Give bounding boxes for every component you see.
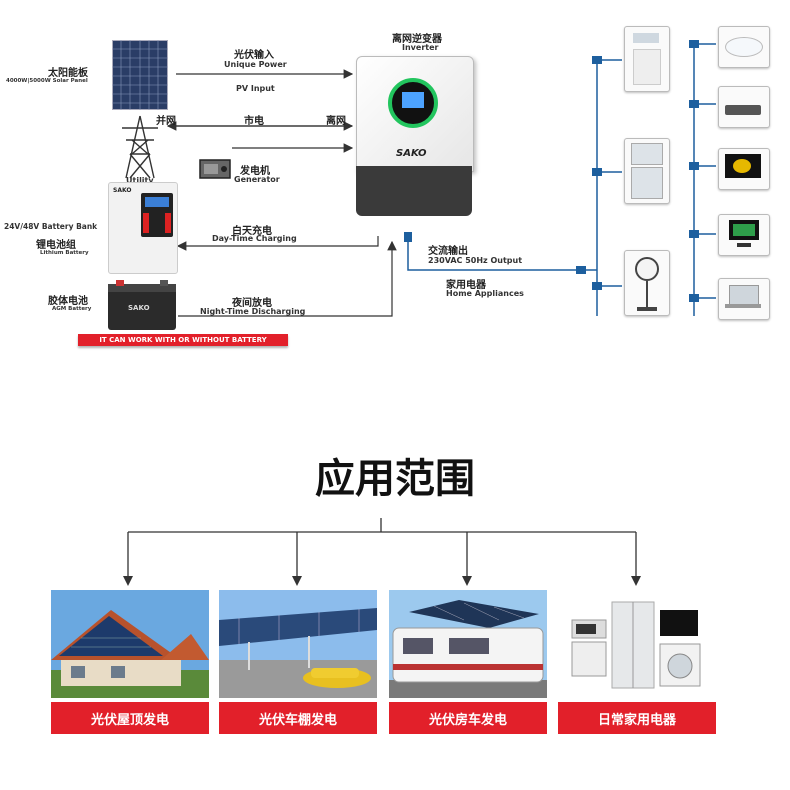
section-title: 应用范围 bbox=[315, 456, 475, 502]
caption-rooftop: 光伏屋顶发电 bbox=[51, 702, 209, 734]
fan-icon bbox=[624, 250, 670, 316]
caption-rv-text: 光伏房车发电 bbox=[428, 712, 507, 728]
battery-banner: IT CAN WORK WITH OR WITHOUT BATTERY bbox=[78, 334, 288, 346]
grid-mid-label: 市电 bbox=[244, 116, 264, 127]
banner-text: IT CAN WORK WITH OR WITHOUT BATTERY bbox=[99, 336, 267, 344]
caption-appliances-text: 日常家用电器 bbox=[597, 712, 676, 728]
caption-rv: 光伏房车发电 bbox=[389, 702, 547, 734]
ac-label-en: 230VAC 50Hz Output bbox=[428, 256, 523, 265]
battery-bank-label-en: 24V/48V Battery Bank bbox=[4, 222, 98, 231]
generator-label-cn: 发电机 bbox=[240, 166, 270, 177]
tv-icon bbox=[718, 148, 770, 190]
pv-input-label: PV Input bbox=[236, 84, 275, 93]
inverter-lcd bbox=[402, 92, 424, 108]
section-connector bbox=[123, 518, 641, 586]
home-appliances-photo bbox=[558, 590, 716, 698]
agm-brand: SAKO bbox=[128, 304, 150, 312]
night-label-en: Night-Time Discharging bbox=[200, 307, 306, 316]
caption-rooftop-text: 光伏屋顶发电 bbox=[90, 712, 169, 728]
agm-label-en: AGM Battery bbox=[52, 306, 92, 312]
diagram-wires bbox=[166, 40, 716, 317]
solar-carport-photo bbox=[219, 590, 377, 698]
night-label-cn: 夜间放电 bbox=[232, 298, 272, 309]
caption-appliances: 日常家用电器 bbox=[558, 702, 716, 734]
day-label-cn: 白天充电 bbox=[232, 226, 272, 237]
battery-bank-sub-en: Lithium Battery bbox=[40, 250, 89, 256]
battery-bank-label-cn: 锂电池组 bbox=[36, 240, 76, 251]
generator-label-en: Generator bbox=[234, 175, 280, 184]
pv-label-en: Unique Power bbox=[224, 60, 287, 69]
caption-carport: 光伏车棚发电 bbox=[219, 702, 377, 734]
inverter-display-ring bbox=[388, 78, 438, 128]
inverter-label-en: Inverter bbox=[402, 43, 439, 52]
desktop-computer-icon bbox=[718, 214, 770, 256]
solar-label-en: 4000W|5000W Solar Panel bbox=[6, 78, 88, 84]
pv-label-cn: 光伏输入 bbox=[234, 50, 274, 61]
agm-battery-icon: SAKO bbox=[108, 280, 176, 330]
grid-left-label: 并网 bbox=[156, 116, 176, 127]
rooftop-solar-photo bbox=[51, 590, 209, 698]
home-label-en: Home Appliances bbox=[446, 289, 524, 298]
air-conditioner-icon bbox=[624, 26, 670, 92]
utility-tower-icon bbox=[118, 114, 162, 180]
lithium-battery-icon: SAKO bbox=[108, 182, 178, 274]
ac-label-cn: 交流输出 bbox=[428, 246, 468, 257]
ceiling-light-icon bbox=[718, 26, 770, 68]
battery-brand: SAKO bbox=[113, 187, 132, 194]
utility-label: Utility bbox=[126, 176, 154, 185]
inverter-unit: SAKO bbox=[356, 56, 474, 216]
inverter-label-cn: 离网逆变器 bbox=[392, 34, 442, 45]
solar-panel-icon bbox=[111, 39, 169, 111]
laptop-icon bbox=[718, 278, 770, 320]
day-label-en: Day-Time Charging bbox=[212, 234, 297, 243]
solar-label-cn: 太阳能板 bbox=[48, 68, 88, 79]
router-icon bbox=[718, 86, 770, 128]
agm-label-cn: 胶体电池 bbox=[48, 296, 88, 307]
grid-right-label: 离网 bbox=[326, 116, 346, 127]
refrigerator-icon bbox=[624, 138, 670, 204]
caption-carport-text: 光伏车棚发电 bbox=[258, 712, 337, 728]
generator-icon bbox=[198, 156, 232, 182]
home-label-cn: 家用电器 bbox=[446, 280, 486, 291]
inverter-brand: SAKO bbox=[396, 148, 427, 159]
rv-solar-photo bbox=[389, 590, 547, 698]
